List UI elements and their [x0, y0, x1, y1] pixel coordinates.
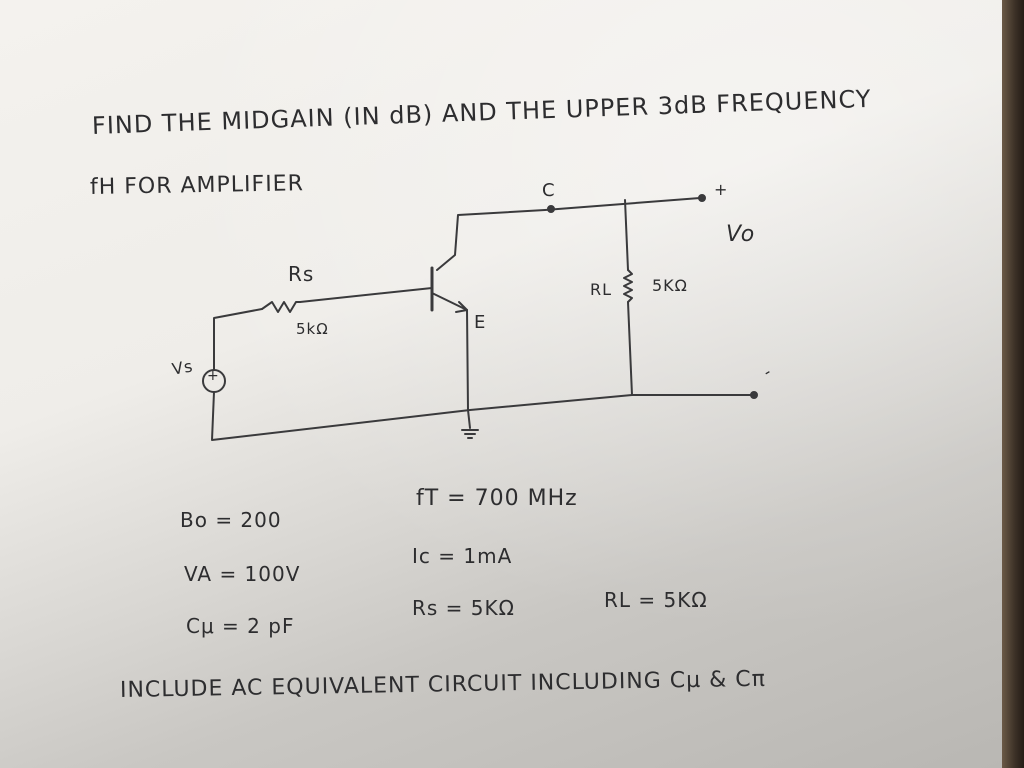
output-voltage-label: Vo — [726, 222, 756, 247]
transistor-emitter-lead — [431, 292, 468, 311]
rs-resistor — [261, 301, 301, 313]
param-va: VA = 100V — [184, 562, 301, 586]
source-label: Vs — [170, 356, 195, 379]
rl-bottom-wire — [627, 301, 633, 396]
ground-symbol — [461, 409, 479, 439]
emitter-label: E — [474, 312, 487, 333]
table-edge — [1002, 0, 1024, 768]
voltage-source — [202, 369, 226, 393]
rl-top-wire — [624, 199, 629, 271]
collector-node — [547, 205, 555, 213]
rs-label: Rs — [288, 262, 315, 286]
source-top-wire — [213, 308, 263, 371]
param-rl: RL = 5KΩ — [604, 588, 708, 612]
paper-sheet — [0, 0, 1002, 768]
rl-label: RL — [590, 280, 613, 299]
param-beta: Bo = 200 — [180, 508, 282, 532]
output-minus-terminal — [750, 391, 758, 399]
amplifier-schematic — [202, 194, 758, 441]
rl-resistor — [623, 269, 633, 303]
ground-return-wire — [211, 391, 753, 441]
collector-label: C — [542, 180, 556, 201]
rl-value: 5KΩ — [652, 276, 688, 295]
output-plus-terminal — [698, 194, 706, 202]
param-rs: Rs = 5KΩ — [412, 596, 515, 620]
rs-value: 5kΩ — [296, 320, 329, 338]
base-wire — [299, 287, 433, 303]
param-ic: Ic = 1mA — [412, 544, 513, 568]
param-cmu: Cμ = 2 pF — [186, 614, 295, 638]
output-plus-label: + — [714, 180, 729, 199]
param-ft: fT = 700 MHz — [416, 486, 578, 511]
source-polarity: + — [207, 368, 220, 384]
emitter-wire — [466, 309, 469, 411]
collector-wire — [436, 197, 701, 271]
